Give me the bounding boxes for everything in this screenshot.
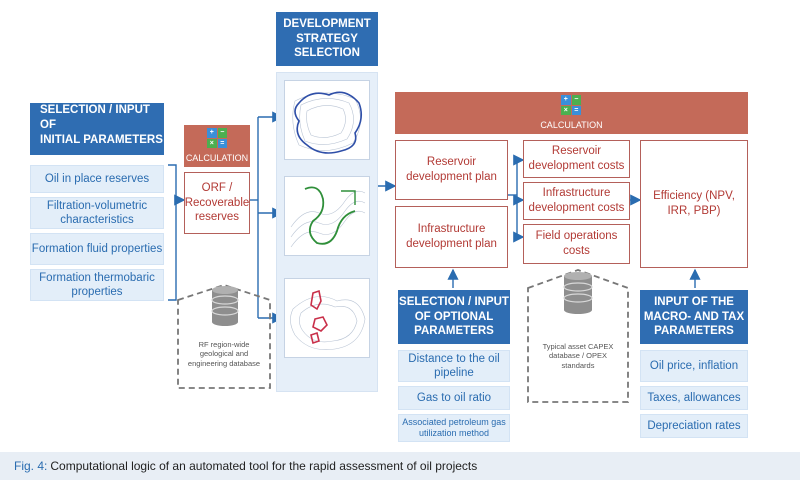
initial-item-filtration[interactable]: Filtration-volumetric characteristics	[30, 197, 164, 229]
orf-recoverable-reserves-box: ORF / Recoverable reserves	[184, 172, 250, 234]
calculation-big-label: CALCULATION	[540, 120, 603, 130]
db-mid-text: Typical asset CAPEX database / OPEX stan…	[542, 342, 614, 370]
strategy-map-1[interactable]	[284, 80, 370, 160]
macro-item-depreciation[interactable]: Depreciation rates	[640, 414, 748, 438]
initial-header-line-1: SELECTION / INPUT OF	[40, 104, 150, 131]
contour-map-1-image	[292, 91, 363, 154]
figure-caption: Fig. 4: Computational logic of an automa…	[0, 452, 800, 480]
strategy-map-3[interactable]	[284, 278, 370, 358]
infrastructure-development-plan-box: Infrastructure development plan	[395, 206, 508, 268]
calculation-big-block: +− ×= CALCULATION	[395, 92, 748, 134]
macro-tax-parameters-header: INPUT OF THE MACRO- AND TAX PARAMETERS	[640, 290, 748, 344]
db-left-text: RF region-wide geological and engineerin…	[187, 340, 261, 368]
initial-parameters-header: SELECTION / INPUT OF INITIAL PARAMETERS	[30, 103, 164, 155]
calculator-icon: +− ×=	[207, 128, 227, 148]
caption-label: Fig. 4:	[14, 459, 48, 473]
connector-initial-bracket	[168, 164, 177, 301]
infrastructure-development-costs-box: Infrastructure development costs	[523, 182, 630, 220]
caption-text: Computational logic of an automated tool…	[50, 459, 478, 473]
field-operations-costs-box: Field operations costs	[523, 224, 630, 264]
optional-item-gas-oil-ratio[interactable]: Gas to oil ratio	[398, 386, 510, 410]
initial-item-thermobaric[interactable]: Formation thermobaric properties	[30, 269, 164, 301]
initial-item-oil-in-place[interactable]: Oil in place reserves	[30, 165, 164, 193]
calculator-icon-big: +− ×=	[561, 95, 581, 115]
reservoir-development-costs-box: Reservoir development costs	[523, 140, 630, 178]
initial-header-line-2: INITIAL PARAMETERS	[40, 133, 163, 146]
macro-item-oil-price[interactable]: Oil price, inflation	[640, 350, 748, 382]
development-strategy-header: DEVELOPMENT STRATEGY SELECTION	[276, 12, 378, 66]
database-icon-mid	[563, 272, 593, 314]
calculation-small-label: CALCULATION	[185, 153, 249, 163]
initial-item-fluid[interactable]: Formation fluid properties	[30, 233, 164, 265]
optional-item-distance-pipeline[interactable]: Distance to the oil pipeline	[398, 350, 510, 382]
reservoir-development-plan-box: Reservoir development plan	[395, 140, 508, 200]
efficiency-box: Efficiency (NPV, IRR, PBP)	[640, 140, 748, 268]
database-icon-left	[211, 286, 239, 326]
contour-map-3-image	[290, 289, 366, 350]
contour-map-2-image	[290, 186, 366, 248]
optional-item-apg-method[interactable]: Associated petroleum gas utilization met…	[398, 414, 510, 442]
optional-parameters-header: SELECTION / INPUT OF OPTIONAL PARAMETERS	[398, 290, 510, 344]
macro-item-taxes[interactable]: Taxes, allowances	[640, 386, 748, 410]
calculation-small-block: +− ×= CALCULATION	[184, 125, 250, 167]
strategy-map-2[interactable]	[284, 176, 370, 256]
